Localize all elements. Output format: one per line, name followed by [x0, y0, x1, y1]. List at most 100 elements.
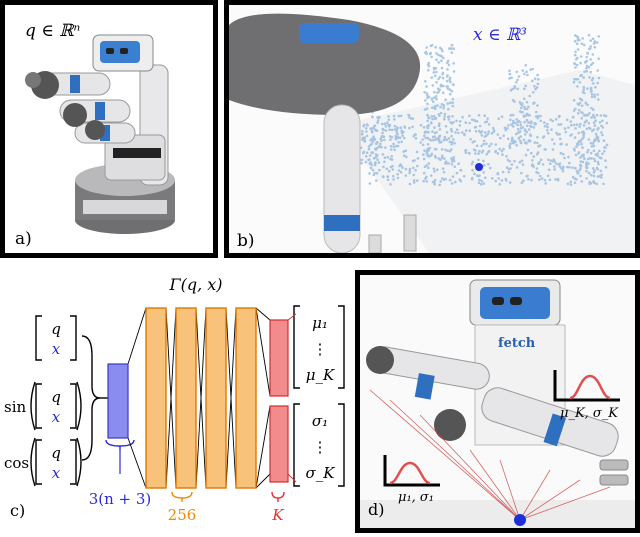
point-cloud-dot [365, 151, 369, 154]
point-cloud-dot [431, 135, 435, 139]
point-cloud-dot [589, 90, 593, 93]
point-cloud-dot [515, 118, 518, 121]
point-cloud-dot [430, 43, 434, 47]
point-cloud-dot [470, 162, 474, 166]
point-cloud-dot [564, 130, 568, 134]
point-cloud-dot [502, 147, 505, 151]
ray-lines [369, 389, 611, 521]
point-cloud-dot [435, 70, 438, 74]
point-cloud-dot [429, 51, 432, 55]
point-cloud-dot [594, 132, 598, 136]
point-cloud-dot [458, 124, 462, 127]
panel-c: Γ(q, x) q x sin q x cos q x μ₁ ⋮ μ_K σ₁ … [0, 264, 350, 533]
point-cloud-dot [567, 155, 570, 159]
point-cloud-dot [486, 132, 490, 136]
point-cloud-dot [377, 115, 381, 119]
point-cloud-dot [426, 143, 430, 146]
point-cloud-dot [604, 165, 608, 169]
point-cloud-dot [508, 72, 512, 76]
point-cloud-dot [433, 131, 437, 135]
point-cloud-dot [591, 53, 595, 56]
point-cloud-dot [393, 118, 396, 121]
point-cloud-dot [543, 124, 547, 128]
point-cloud-dot [593, 181, 596, 184]
point-cloud-dot [557, 123, 560, 126]
point-cloud-dot [370, 151, 374, 154]
point-cloud-dot [432, 100, 435, 103]
point-cloud-dot [487, 162, 490, 166]
point-cloud-dot [423, 131, 427, 134]
point-cloud-dot [443, 135, 447, 139]
point-cloud-dot [364, 155, 368, 158]
point-cloud-dot [577, 131, 580, 135]
point-cloud-dot [416, 164, 419, 168]
point-cloud-dot [431, 130, 434, 133]
point-cloud-dot [400, 129, 403, 132]
point-cloud-dot [551, 138, 554, 141]
point-cloud-dot [482, 182, 485, 185]
point-cloud-dot [587, 65, 591, 69]
point-cloud-dot [361, 138, 364, 142]
output-layer-mu [269, 319, 289, 397]
point-cloud-dot [427, 166, 430, 170]
point-cloud-dot [572, 109, 576, 112]
point-cloud-dot [582, 124, 586, 127]
hidden-layer-3 [205, 307, 227, 489]
point-cloud-dot [471, 160, 475, 164]
point-cloud-dot [392, 178, 395, 181]
point-cloud-dot [440, 55, 443, 58]
distribution-plot-2 [553, 370, 620, 402]
point-cloud-dot [531, 79, 534, 83]
point-cloud-dot [525, 130, 529, 134]
point-cloud-dot [566, 182, 570, 186]
point-cloud-dot [582, 133, 585, 137]
point-cloud-dot [559, 123, 563, 126]
point-cloud-dot [477, 152, 480, 155]
point-cloud-dot [408, 171, 411, 175]
point-cloud-dot [390, 128, 394, 132]
point-cloud-dot [375, 172, 379, 175]
panel-b-label: b) [237, 231, 255, 251]
point-cloud-dot [595, 41, 599, 44]
point-cloud-dot [423, 149, 426, 152]
point-cloud-dot [438, 141, 442, 144]
point-cloud-dot [496, 172, 500, 176]
point-cloud-dot [587, 138, 591, 141]
point-cloud-dot [437, 135, 441, 138]
point-cloud-dot [395, 129, 398, 132]
point-cloud-dot [448, 101, 452, 105]
point-cloud-dot [533, 141, 537, 144]
point-cloud-dot [509, 167, 512, 170]
point-cloud-dot [494, 143, 498, 146]
point-cloud-dot [573, 40, 577, 43]
point-cloud-dot [490, 177, 494, 180]
point-cloud-dot [379, 142, 382, 146]
point-cloud-dot [450, 140, 454, 144]
point-cloud-dot [591, 37, 595, 41]
point-cloud-dot [576, 36, 580, 39]
point-cloud-dot [447, 137, 450, 140]
point-cloud-dot [375, 129, 379, 132]
point-cloud-dot [593, 45, 597, 49]
point-cloud-dot [453, 165, 457, 169]
point-cloud-dot [597, 139, 600, 143]
point-cloud-dot [571, 115, 575, 119]
point-cloud-dot [389, 165, 393, 169]
panel-a: q ∈ ℝⁿ a) [0, 0, 218, 258]
point-cloud-dot [386, 175, 389, 178]
point-cloud-dot [481, 149, 485, 153]
point-cloud-dot [482, 139, 486, 143]
point-cloud-dot [519, 123, 523, 127]
point-cloud-dot [430, 115, 434, 118]
point-cloud-dot [446, 61, 449, 65]
point-cloud-dot [443, 115, 446, 118]
point-cloud-dot [593, 159, 597, 163]
point-cloud-dot [510, 76, 513, 79]
point-cloud-dot [444, 124, 448, 128]
point-cloud-dot [596, 69, 599, 72]
point-cloud-dot [477, 158, 480, 162]
point-cloud-dot [546, 129, 549, 132]
point-cloud-dot [387, 123, 390, 127]
point-cloud-dot [578, 81, 582, 84]
point-cloud-dot [434, 95, 438, 98]
